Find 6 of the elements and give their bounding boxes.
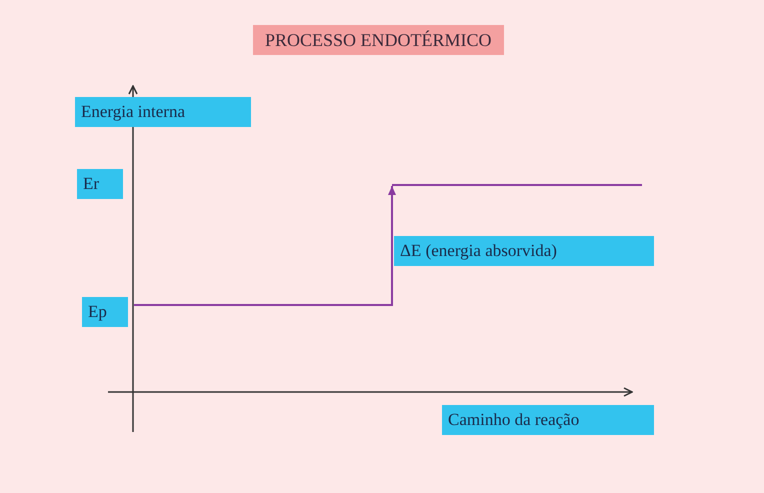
axis-label: Caminho da reação [442,405,654,435]
title: PROCESSO ENDOTÉRMICO [253,25,504,55]
axis-label: Energia interna [75,97,251,127]
level-label: Er [77,169,123,199]
level-label: Ep [82,297,128,327]
energy-change-label: ΔE (energia absorvida) [394,236,654,266]
